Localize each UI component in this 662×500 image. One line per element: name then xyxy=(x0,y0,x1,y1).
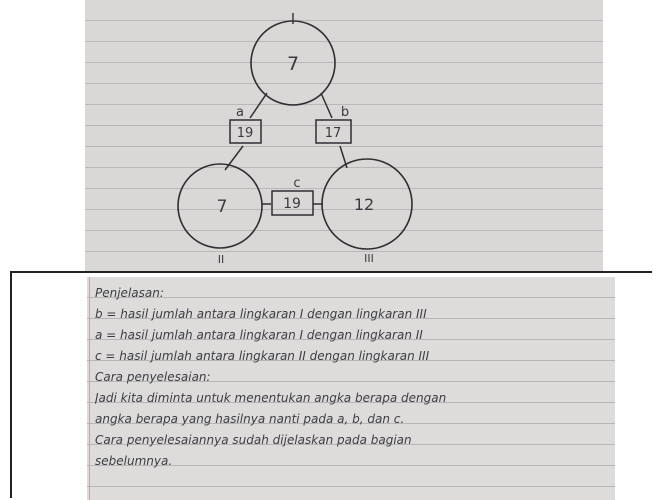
edge-c-value: 19 xyxy=(283,196,301,212)
explanation-photo: Penjelasan: b = hasil jumlah antara ling… xyxy=(87,277,615,500)
diagram-photo: I 7 a 19 b 17 c 19 7 12 II III xyxy=(85,0,603,272)
node-top-value: 7 xyxy=(287,53,299,75)
notebook-margin-line xyxy=(89,277,90,500)
edge-line-a-left xyxy=(224,145,244,171)
edge-c-label: c xyxy=(293,176,300,191)
note-line-4: c = hasil jumlah antara lingkaran II den… xyxy=(95,349,430,363)
node-left-label: II xyxy=(218,253,225,266)
edge-line-top-b xyxy=(320,92,333,119)
note-line-3: a = hasil jumlah antara lingkaran I deng… xyxy=(95,328,423,342)
edge-box-b xyxy=(315,119,352,144)
edge-a-value: 19 xyxy=(237,126,254,141)
edge-a-label: a xyxy=(236,105,244,120)
edge-b-value: 17 xyxy=(325,126,342,141)
edge-b-label: b xyxy=(341,105,349,120)
note-line-9: sebelumnya. xyxy=(95,454,173,468)
circle-top xyxy=(250,20,336,106)
edge-box-c xyxy=(271,190,314,216)
node-top-label: I xyxy=(291,10,295,28)
note-line-5: Cara penyelesaian: xyxy=(95,370,211,384)
note-line-1: Penjelasan: xyxy=(95,286,164,300)
circle-sum-diagram: I 7 a 19 b 17 c 19 7 12 II III xyxy=(177,10,413,266)
node-right-value: 12 xyxy=(354,195,374,214)
circle-left xyxy=(177,163,263,249)
explanation-frame: Penjelasan: b = hasil jumlah antara ling… xyxy=(10,271,652,500)
node-right-label: III xyxy=(364,252,374,265)
circle-right xyxy=(321,158,413,250)
note-line-6: Jadi kita diminta untuk menentukan angka… xyxy=(95,391,447,405)
node-left-value: 7 xyxy=(217,197,228,217)
note-line-7: angka berapa yang hasilnya nanti pada a,… xyxy=(95,412,405,426)
note-line-8: Cara penyelesaiannya sudah dijelaskan pa… xyxy=(95,433,412,447)
edge-box-a xyxy=(229,119,262,144)
note-line-2: b = hasil jumlah antara lingkaran I deng… xyxy=(95,307,427,321)
edge-line-top-a xyxy=(249,92,268,119)
